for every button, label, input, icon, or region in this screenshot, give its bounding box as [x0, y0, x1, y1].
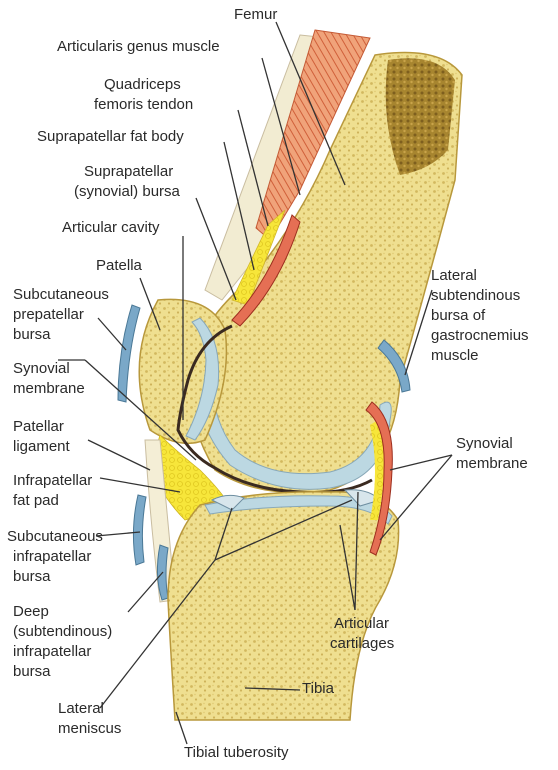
label-deep-infra-2: (subtendinous)	[13, 623, 112, 641]
label-patella: Patella	[96, 257, 142, 275]
label-subcut-infrapatellar-3: bursa	[13, 568, 51, 586]
label-tibia: Tibia	[302, 680, 334, 698]
label-suprapatellar-bursa-2: (synovial) bursa	[74, 183, 180, 201]
label-deep-infra-3: infrapatellar	[13, 643, 91, 661]
label-deep-infra-4: bursa	[13, 663, 51, 681]
label-femur: Femur	[234, 6, 277, 24]
label-articular-cart-2: cartilages	[330, 635, 394, 653]
label-deep-infra-1: Deep	[13, 603, 49, 621]
label-articular-cavity: Articular cavity	[62, 219, 160, 237]
label-lateral-meniscus-2: meniscus	[58, 720, 121, 738]
label-synovial-left-2: membrane	[13, 380, 85, 398]
label-subcut-infrapatellar-1: Subcutaneous	[7, 528, 103, 546]
tibia-shape	[168, 492, 399, 720]
label-synovial-right-1: Synovial	[456, 435, 513, 453]
label-patellar-lig-1: Patellar	[13, 418, 64, 436]
label-quadriceps-2: femoris tendon	[94, 96, 193, 114]
label-subcut-prepatellar-1: Subcutaneous	[13, 286, 109, 304]
label-lat-subtend-1: Lateral	[431, 267, 477, 285]
label-tibial-tuberosity: Tibial tuberosity	[184, 744, 289, 762]
label-quadriceps-1: Quadriceps	[104, 76, 181, 94]
label-synovial-left-1: Synovial	[13, 360, 70, 378]
label-suprapatellar-bursa-1: Suprapatellar	[84, 163, 173, 181]
label-lat-subtend-4: gastrocnemius	[431, 327, 529, 345]
subcut-infrapatellar-bursa-shape	[133, 495, 146, 565]
label-articularis-genus: Articularis genus muscle	[57, 38, 220, 56]
prepatellar-bursa-shape	[118, 305, 140, 402]
label-lateral-meniscus-1: Lateral	[58, 700, 104, 718]
label-suprapatellar-fat: Suprapatellar fat body	[37, 128, 184, 146]
label-subcut-infrapatellar-2: infrapatellar	[13, 548, 91, 566]
label-articular-cart-1: Articular	[334, 615, 389, 633]
label-infrapatellar-fat-1: Infrapatellar	[13, 472, 92, 490]
label-subcut-prepatellar-2: prepatellar	[13, 306, 84, 324]
label-subcut-prepatellar-3: bursa	[13, 326, 51, 344]
label-lat-subtend-2: subtendinous	[431, 287, 520, 305]
label-infrapatellar-fat-2: fat pad	[13, 492, 59, 510]
label-patellar-lig-2: ligament	[13, 438, 70, 456]
label-lat-subtend-3: bursa of	[431, 307, 485, 325]
label-lat-subtend-5: muscle	[431, 347, 479, 365]
label-synovial-right-2: membrane	[456, 455, 528, 473]
